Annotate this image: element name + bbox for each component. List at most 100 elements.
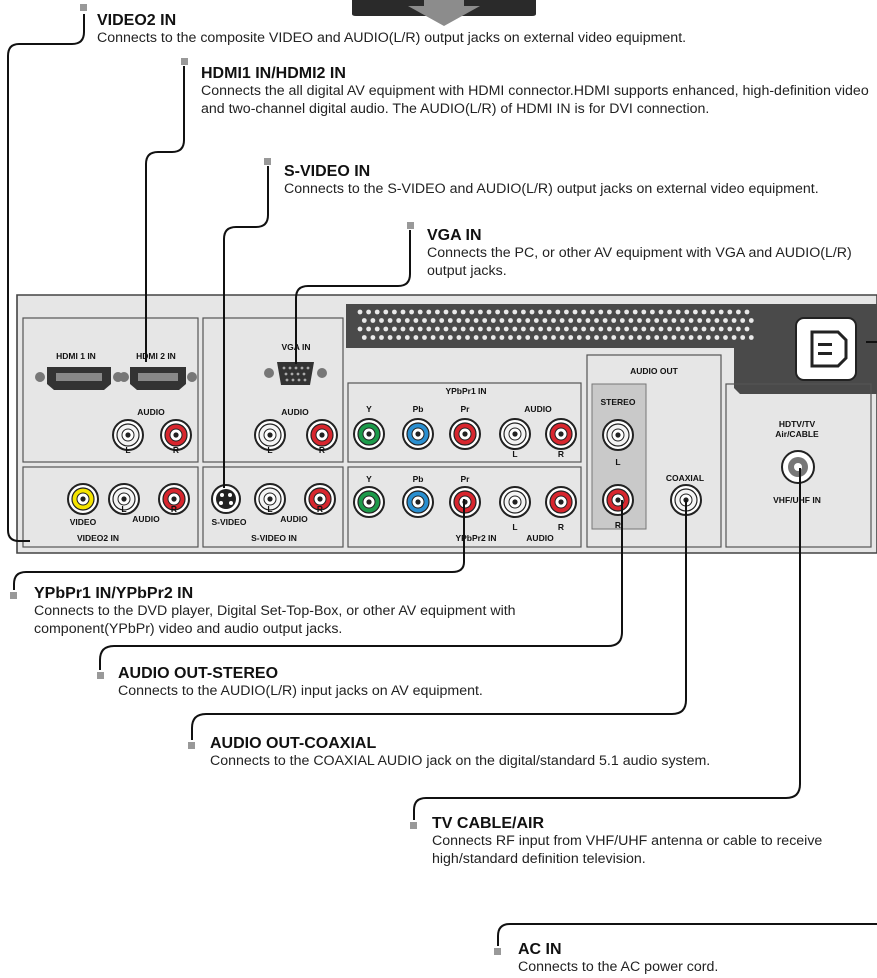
stereo-r-jack[interactable] — [602, 484, 634, 516]
ypbpr1-pb-jack[interactable] — [402, 418, 434, 450]
vent-hole — [688, 335, 694, 340]
vent-hole — [701, 309, 707, 315]
label-video2-in: VIDEO2 IN — [77, 533, 119, 543]
vent-hole — [387, 335, 393, 340]
vent-hole — [572, 326, 578, 332]
vent-hole — [533, 318, 539, 323]
vent-hole — [598, 309, 604, 315]
vent-hole — [718, 326, 724, 332]
ypbpr2-audio-l-jack[interactable] — [499, 486, 531, 518]
vent-hole — [538, 326, 543, 332]
vent-hole — [650, 309, 655, 315]
vent-hole — [379, 335, 384, 340]
callout-tvcable-desc: Connects RF input from VHF/UHF antenna o… — [432, 833, 823, 867]
vga-port[interactable] — [264, 362, 327, 385]
vent-hole — [366, 309, 371, 315]
vent-hole — [490, 318, 496, 323]
vent-hole — [555, 309, 561, 315]
vent-hole — [650, 326, 655, 332]
rf-antenna-port[interactable] — [781, 450, 815, 484]
vent-hole — [478, 326, 483, 332]
vent-hole — [503, 326, 509, 332]
vent-hole — [564, 326, 569, 332]
callout-svideo-title: S-VIDEO IN — [284, 163, 371, 180]
vga-audio-l-jack[interactable] — [254, 419, 286, 451]
vent-hole — [675, 309, 681, 315]
ypbpr1-y-jack[interactable] — [353, 418, 385, 450]
vent-hole — [486, 326, 492, 332]
leader-lines — [7, 14, 877, 946]
callout-acin-title: AC IN — [518, 941, 562, 958]
vent-hole — [611, 335, 617, 340]
ypbpr2-pb-jack[interactable] — [402, 486, 434, 518]
vent-hole — [748, 335, 754, 340]
hdmi-port-1[interactable] — [35, 367, 123, 390]
vent-hole — [602, 318, 608, 323]
video2-audio-l-jack[interactable] — [108, 483, 140, 515]
vent-hole — [542, 318, 548, 323]
vent-hole — [641, 309, 647, 315]
vent-hole — [392, 326, 397, 332]
label-pb2: Pb — [413, 474, 424, 484]
callout-vga-desc: Connects the PC, or other AV equipment w… — [427, 245, 852, 279]
vent-hole — [710, 309, 715, 315]
vent-hole — [409, 326, 414, 332]
vent-hole — [404, 335, 410, 340]
ypbpr2-audio-r-jack[interactable] — [545, 486, 577, 518]
hdmi-port-2[interactable] — [119, 367, 197, 390]
vent-hole — [619, 318, 625, 323]
vga-audio-r-jack[interactable] — [306, 419, 338, 451]
ypbpr2-y-jack[interactable] — [353, 486, 385, 518]
label-ypbpr2: YPbPr2 IN — [455, 533, 496, 543]
vent-hole — [443, 309, 449, 315]
ypbpr1-audio-r-jack[interactable] — [545, 418, 577, 450]
vent-hole — [460, 309, 466, 315]
ypbpr1-pr-jack[interactable] — [449, 418, 481, 450]
vent-hole — [516, 318, 522, 323]
label-hdtv-tv: HDTV/TV — [779, 419, 816, 429]
callout-acin-desc: Connects to the AC power cord. — [518, 959, 719, 975]
hdmi-audio-l-jack[interactable] — [112, 419, 144, 451]
hdmi-audio-r-jack[interactable] — [160, 419, 192, 451]
vent-hole — [456, 335, 462, 340]
ypbpr1-audio-l-jack[interactable] — [499, 418, 531, 450]
vent-hole — [727, 326, 733, 332]
vent-hole — [430, 335, 436, 340]
label-vga-r: R — [319, 445, 325, 455]
callout-video2: VIDEO2 IN Connects to the composite VIDE… — [97, 11, 857, 48]
vent-hole — [710, 326, 715, 332]
vent-hole — [435, 326, 440, 332]
s-video-port[interactable] — [211, 484, 241, 514]
vent-hole — [671, 335, 677, 340]
vent-hole — [469, 326, 475, 332]
label-hdmi1: HDMI 1 IN — [56, 351, 96, 361]
vent-hole — [594, 318, 599, 323]
vent-hole — [718, 309, 724, 315]
callout-video2-desc: Connects to the composite VIDEO and AUDI… — [97, 30, 687, 46]
vent-hole — [568, 335, 574, 340]
vent-hole — [357, 326, 363, 332]
vent-hole — [361, 335, 367, 340]
vent-hole — [585, 318, 591, 323]
callout-ypbpr-title: YPbPr1 IN/YPbPr2 IN — [34, 585, 194, 602]
label-audio-out: AUDIO OUT — [630, 366, 679, 376]
vent-hole — [460, 326, 466, 332]
vent-hole — [379, 318, 384, 323]
stereo-l-jack[interactable] — [602, 419, 634, 451]
vent-hole — [512, 309, 518, 315]
vent-hole — [422, 318, 427, 323]
vent-hole — [671, 318, 677, 323]
svideo-audio-r-jack[interactable] — [304, 483, 336, 515]
vent-hole — [654, 335, 660, 340]
vent-hole — [684, 326, 690, 332]
vent-hole — [525, 335, 531, 340]
vent-hole — [392, 309, 397, 315]
vent-hole — [473, 335, 479, 340]
vent-hole — [581, 326, 586, 332]
callout-svideo-desc: Connects to the S-VIDEO and AUDIO(L/R) o… — [284, 181, 819, 197]
svideo-audio-l-jack[interactable] — [254, 483, 286, 515]
video2-audio-r-jack[interactable] — [158, 483, 190, 515]
vent-hole — [714, 335, 720, 340]
video2-video-jack[interactable] — [67, 483, 99, 515]
vent-hole — [727, 309, 733, 315]
